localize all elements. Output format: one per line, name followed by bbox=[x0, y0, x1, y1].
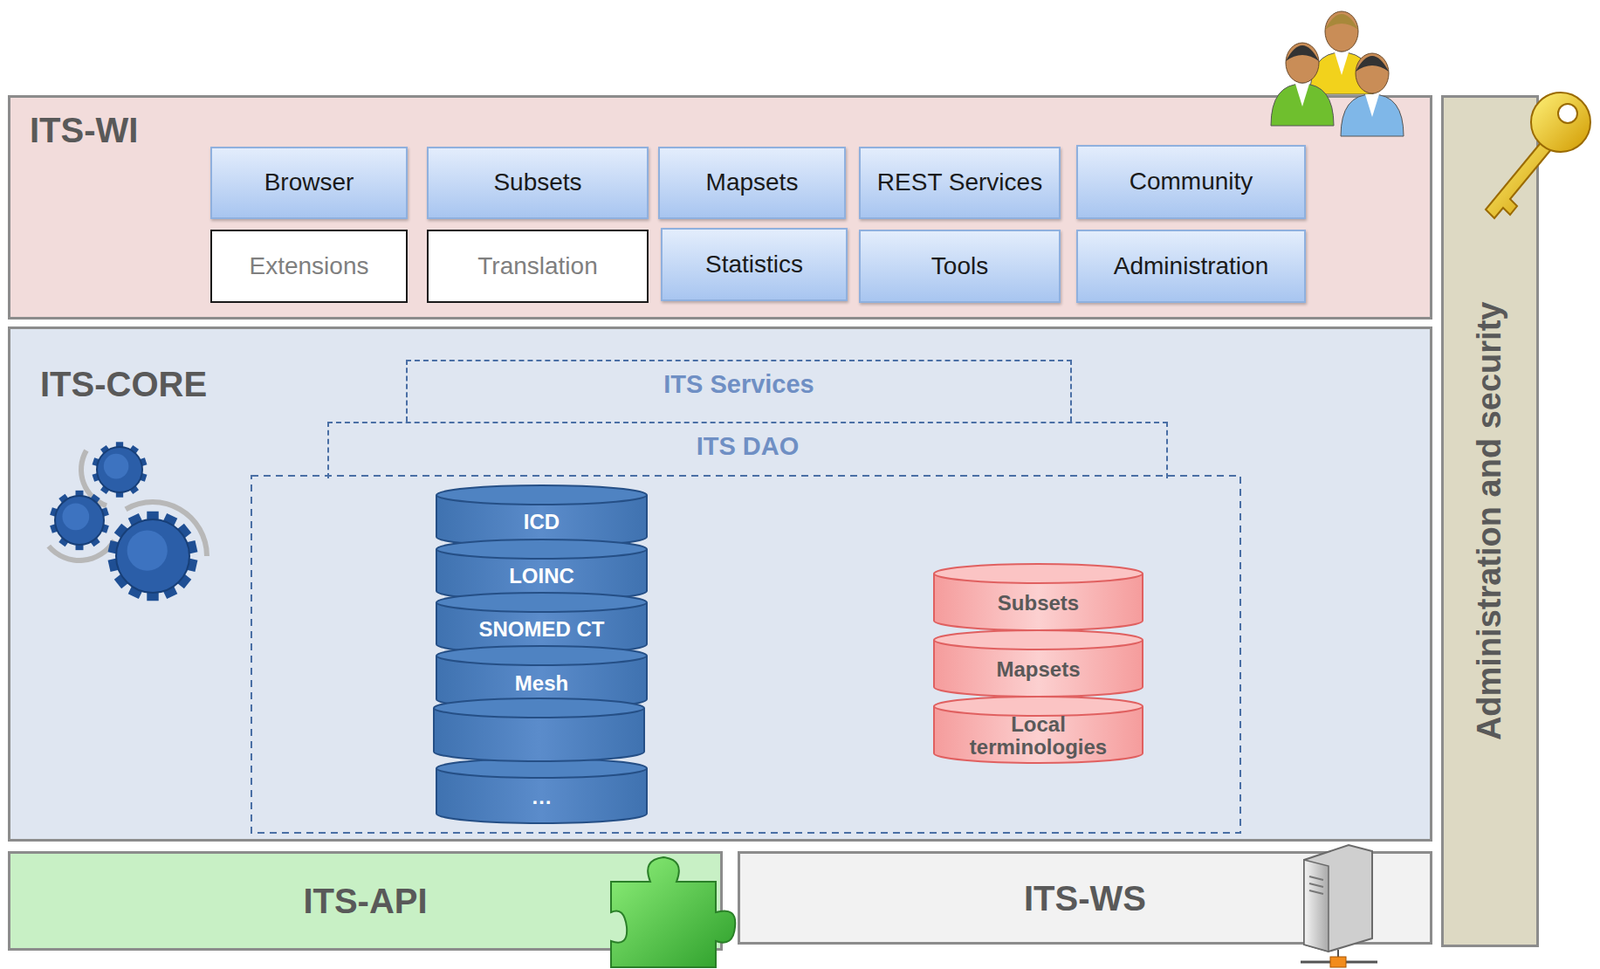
planned-module-box: Translation bbox=[426, 229, 649, 303]
layer-band: ITS-COREITS ServicesITS DAOICDLOINCSNOME… bbox=[7, 326, 1433, 842]
box-label: Tools bbox=[926, 252, 994, 281]
server-icon bbox=[1300, 844, 1378, 968]
user-icon bbox=[1340, 53, 1404, 137]
database-cylinder: Mesh bbox=[435, 645, 648, 709]
database-cylinder: ICD bbox=[435, 485, 648, 547]
rotation-arrow bbox=[78, 449, 108, 509]
module-box: REST Services bbox=[858, 146, 1061, 220]
key-icon bbox=[1485, 92, 1591, 219]
module-box: Mapsets bbox=[658, 146, 846, 220]
module-box: Browser bbox=[210, 146, 408, 220]
layer-title: ITS-WI bbox=[29, 109, 1430, 151]
cylinder-top bbox=[436, 645, 647, 666]
box-label: ITS DAO bbox=[691, 432, 805, 461]
box-label: ITS Services bbox=[658, 370, 820, 399]
service-layer-box: ITS Services bbox=[405, 359, 1072, 422]
cylinder-body bbox=[933, 706, 1143, 763]
box-label: Local terminologies bbox=[954, 713, 1123, 757]
module-box: Tools bbox=[858, 229, 1061, 303]
rotation-arrow bbox=[46, 539, 117, 564]
box-label: Translation bbox=[472, 252, 603, 281]
puzzle-icon bbox=[611, 857, 735, 968]
data-frame bbox=[251, 475, 1241, 833]
api-band: ITS-API bbox=[7, 851, 723, 951]
gear-icon bbox=[108, 511, 199, 601]
database-cylinder: Local terminologies bbox=[933, 696, 1144, 763]
database-cylinder: SNOMED CT bbox=[435, 592, 648, 654]
security-band: Administration and security bbox=[1441, 95, 1539, 948]
box-label: Mapsets bbox=[700, 168, 804, 197]
cylinder-top bbox=[436, 758, 647, 778]
cylinder-top bbox=[436, 592, 647, 612]
gear-icon bbox=[49, 490, 110, 550]
box-label: ICD bbox=[518, 509, 565, 535]
box-label: LOINC bbox=[503, 563, 580, 589]
cylinder-top bbox=[436, 485, 647, 505]
webservice-band: ITS-WS bbox=[737, 851, 1433, 945]
box-label: Statistics bbox=[700, 250, 809, 279]
box-label: Extensions bbox=[244, 252, 375, 281]
module-box: Administration bbox=[1076, 229, 1306, 303]
box-label: Community bbox=[1124, 167, 1259, 196]
cylinder-top bbox=[933, 630, 1143, 650]
layer-title: ITS-API bbox=[297, 880, 433, 921]
module-box: Statistics bbox=[660, 227, 848, 302]
database-cylinder: … bbox=[435, 758, 648, 824]
planned-module-box: Extensions bbox=[210, 229, 408, 303]
box-label: Mesh bbox=[509, 671, 574, 696]
user-icon bbox=[1310, 11, 1374, 95]
layer-title: ITS-WS bbox=[1018, 878, 1152, 919]
box-label: Subsets bbox=[992, 591, 1085, 614]
box-label: Administration bbox=[1108, 252, 1274, 281]
database-cylinder: LOINC bbox=[435, 539, 648, 601]
box-label: REST Services bbox=[872, 168, 1048, 197]
database-cylinder: Mapsets bbox=[933, 630, 1144, 697]
database-cylinder bbox=[433, 698, 645, 762]
database-cylinder: Subsets bbox=[933, 563, 1144, 631]
gear-icon bbox=[92, 441, 148, 497]
layer-band: ITS-WI Browser Subsets Mapsets REST Services… bbox=[7, 95, 1433, 320]
rotation-arrow bbox=[124, 499, 211, 557]
cylinder-top bbox=[436, 539, 647, 559]
box-label: SNOMED CT bbox=[473, 617, 611, 642]
cylinder-top bbox=[933, 563, 1143, 584]
layer-title: Administration and security bbox=[1470, 302, 1510, 742]
user-icon bbox=[1270, 42, 1334, 126]
service-layer-box: ITS DAO bbox=[327, 421, 1168, 479]
box-label: Browser bbox=[259, 168, 360, 197]
box-label: Subsets bbox=[487, 168, 587, 197]
module-box: Community bbox=[1076, 144, 1306, 220]
box-label: … bbox=[526, 784, 558, 810]
module-box: Subsets bbox=[426, 146, 649, 220]
box-label: Mapsets bbox=[990, 658, 1085, 680]
